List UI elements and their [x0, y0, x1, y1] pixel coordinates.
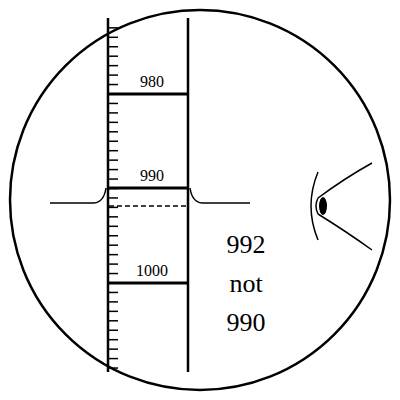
scale-tick	[108, 311, 118, 313]
scale-tick	[108, 339, 118, 341]
scale-tick	[108, 84, 118, 86]
scale-tick	[108, 169, 118, 171]
tube-wall	[187, 18, 190, 372]
scale-tick	[108, 301, 118, 303]
major-mark	[108, 93, 188, 96]
view-circle	[10, 10, 390, 390]
meniscus-line	[50, 188, 106, 203]
scale-tick	[108, 235, 118, 237]
scale-tick	[108, 358, 118, 360]
tube-wall	[107, 18, 110, 372]
reading-note: 992 not 990	[227, 225, 266, 342]
scale-tick	[108, 207, 118, 209]
scale-number: 980	[139, 74, 165, 90]
scale-tick	[108, 330, 118, 332]
scale-tick	[108, 244, 118, 246]
scale-tick	[108, 320, 118, 322]
scale-tick	[108, 226, 118, 228]
scale-tick	[108, 159, 118, 161]
scale-tick	[108, 55, 118, 57]
scale-tick	[108, 197, 118, 199]
scale-tick	[108, 27, 118, 29]
scale-tick	[108, 37, 118, 39]
reading-line	[109, 205, 187, 207]
major-mark	[108, 187, 188, 190]
scale-tick	[108, 141, 118, 143]
scale-tick	[108, 103, 118, 105]
scale-tick	[108, 273, 118, 275]
meniscus-line	[190, 188, 250, 203]
scale-tick	[108, 122, 118, 124]
scale-ticks	[108, 28, 118, 368]
scale-number: 1000	[135, 263, 169, 279]
scale-tick	[108, 263, 118, 265]
scale-tick	[108, 348, 118, 350]
scale-tick	[108, 216, 118, 218]
scale-tick	[108, 112, 118, 114]
scale-tick	[108, 178, 118, 180]
scale-tick	[108, 131, 118, 133]
scale-tick	[108, 65, 118, 67]
scale-tick	[108, 292, 118, 294]
scale-number: 990	[139, 168, 165, 184]
eye-symbol	[311, 163, 372, 250]
scale-tick	[108, 150, 118, 152]
scale-tick	[108, 367, 118, 369]
scale-tick	[108, 74, 118, 76]
scale-tick	[108, 46, 118, 48]
scale-tick	[108, 254, 118, 256]
major-mark	[108, 282, 188, 285]
